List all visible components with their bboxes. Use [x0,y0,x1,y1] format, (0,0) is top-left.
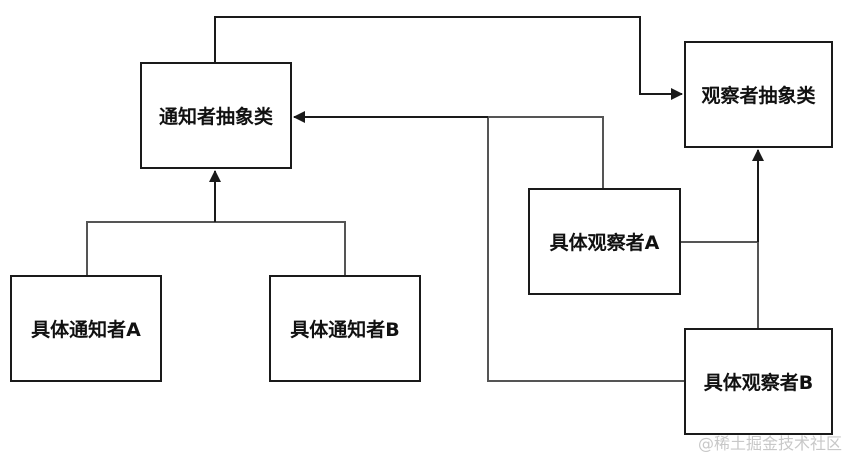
concrete-notifier-b-label: 具体通知者B [290,319,400,341]
concrete-observer-b-box: 具体观察者B [684,328,833,435]
notifier-abstract-class-label: 通知者抽象类 [158,106,273,128]
concrete-observer-b-label: 具体观察者B [703,372,814,394]
observer-a-to-notifier-line [488,116,604,188]
concrete-observer-a-label: 具体观察者A [549,232,660,254]
concrete-notifier-a-box: 具体通知者A [10,275,162,382]
observer-abstract-class-box: 观察者抽象类 [684,41,833,148]
watermark: @稀土掘金技术社区 [697,434,842,453]
concrete-notifier-b-box: 具体通知者B [269,275,421,382]
concrete-observer-a-box: 具体观察者A [528,188,681,295]
notifier-abstract-class-box: 通知者抽象类 [140,62,292,169]
observer-abstract-class-label: 观察者抽象类 [701,85,816,107]
association-notifier-to-observer-line [214,16,683,100]
inheritance-notifier-a-line [86,221,215,275]
observer-b-to-notifier-line [487,117,684,382]
inheritance-notifier-b-line [215,221,346,275]
concrete-notifier-a-label: 具体通知者A [31,319,141,341]
